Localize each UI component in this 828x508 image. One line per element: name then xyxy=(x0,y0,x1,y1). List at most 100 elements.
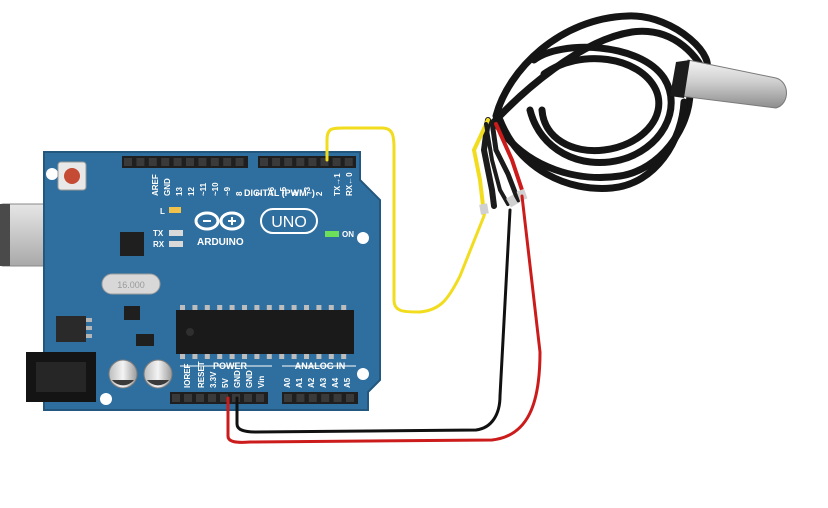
chip-leg xyxy=(242,354,247,359)
header-pin xyxy=(333,394,342,402)
chip-leg xyxy=(180,354,185,359)
chip-leg xyxy=(316,354,322,359)
header-pin xyxy=(223,158,232,166)
led-l-label: L xyxy=(160,207,165,216)
small-chip xyxy=(124,306,140,320)
sensor-cable xyxy=(490,12,711,192)
top-pin-label: 7 xyxy=(255,191,264,196)
header-pin xyxy=(320,158,329,166)
header-pin xyxy=(186,158,194,166)
power-label: POWER xyxy=(213,361,248,371)
chip-leg xyxy=(304,305,309,310)
chip-leg xyxy=(279,305,285,310)
chip-leg xyxy=(254,354,260,359)
arduino-logo xyxy=(194,211,245,231)
chip-leg xyxy=(217,305,223,310)
chip-leg xyxy=(266,354,272,359)
led-tx-label: TX xyxy=(153,229,164,238)
mounting-hole xyxy=(46,168,58,180)
chip-leg xyxy=(279,354,285,359)
power-pin-label: 5V xyxy=(221,378,230,388)
voltage-regulator xyxy=(56,316,92,342)
header-pin xyxy=(244,394,252,402)
reset-button[interactable] xyxy=(57,161,87,191)
top-pin-label: GND xyxy=(163,178,172,196)
top-pin-label: 2 xyxy=(315,191,324,196)
header-pin xyxy=(321,394,330,402)
power-pin-label: GND xyxy=(233,370,242,388)
analog-pin-label: A1 xyxy=(295,377,304,388)
mounting-hole xyxy=(100,393,112,405)
header-pin xyxy=(124,158,132,166)
chip-leg xyxy=(192,354,198,359)
header-pin xyxy=(196,394,204,402)
model-badge xyxy=(260,208,318,234)
chip-leg xyxy=(242,305,247,310)
chip-leg xyxy=(192,305,198,310)
header-pin xyxy=(198,158,207,166)
header-pin xyxy=(332,158,341,166)
header-pin xyxy=(208,394,216,402)
brand-label: ARDUINO xyxy=(197,237,244,248)
header-pin xyxy=(184,394,192,402)
signal-wire xyxy=(325,126,486,314)
svg-text:16.000: 16.000 xyxy=(117,280,145,290)
header-pin xyxy=(173,158,182,166)
chip-leg xyxy=(180,305,185,310)
header-pin xyxy=(346,394,354,402)
chip-leg xyxy=(229,354,235,359)
chip-leg xyxy=(328,305,334,310)
header-pin xyxy=(296,158,305,166)
led-rx xyxy=(169,241,183,247)
power-jack xyxy=(26,352,96,402)
analog-label: ANALOG IN xyxy=(295,361,346,371)
top-pin-label: 13 xyxy=(175,187,184,196)
chip-leg xyxy=(328,354,334,359)
chip-leg xyxy=(341,305,347,310)
chip-leg xyxy=(266,305,272,310)
mounting-hole xyxy=(357,368,369,380)
header-pin xyxy=(272,158,281,166)
header-pin xyxy=(308,158,317,166)
header-pin xyxy=(260,158,268,166)
chip-leg xyxy=(304,354,309,359)
header-pin xyxy=(235,158,244,166)
chip-leg xyxy=(316,305,322,310)
analog-pin-label: A0 xyxy=(283,377,292,388)
header-pin xyxy=(284,158,293,166)
header-pin xyxy=(220,394,228,402)
digital-header-label: DIGITAL (PWM~) xyxy=(244,188,315,198)
top-pin-label: ~6 xyxy=(267,186,276,196)
header-pin xyxy=(344,158,353,166)
power-pin-label: GND xyxy=(245,370,254,388)
led-on-label: ON xyxy=(342,230,354,239)
microcontroller-chip xyxy=(176,310,354,354)
chip-leg xyxy=(217,354,223,359)
top-header-right xyxy=(258,156,356,168)
led-l xyxy=(169,207,181,213)
ground-wire xyxy=(235,208,512,434)
top-pin-label: TX→1 xyxy=(333,173,342,196)
chip-leg xyxy=(291,354,297,359)
model-label: UNO xyxy=(271,214,307,231)
chip-leg xyxy=(229,305,235,310)
top-pin-label: ~9 xyxy=(223,186,232,196)
power-pin-label: Vin xyxy=(257,376,266,388)
mounting-hole xyxy=(357,232,369,244)
header-pin xyxy=(136,158,145,166)
capacitor xyxy=(108,359,138,389)
usb-chip xyxy=(120,232,144,256)
header-pin xyxy=(284,394,292,402)
capacitor xyxy=(143,359,173,389)
header-pin xyxy=(161,158,170,166)
chip-leg xyxy=(291,305,297,310)
analog-pin-label: A2 xyxy=(307,377,316,388)
led-tx xyxy=(169,230,183,236)
sensor-leads xyxy=(471,117,528,216)
small-chip xyxy=(136,334,154,346)
chip-leg xyxy=(254,305,260,310)
header-pin xyxy=(308,394,317,402)
power-header xyxy=(170,392,268,404)
